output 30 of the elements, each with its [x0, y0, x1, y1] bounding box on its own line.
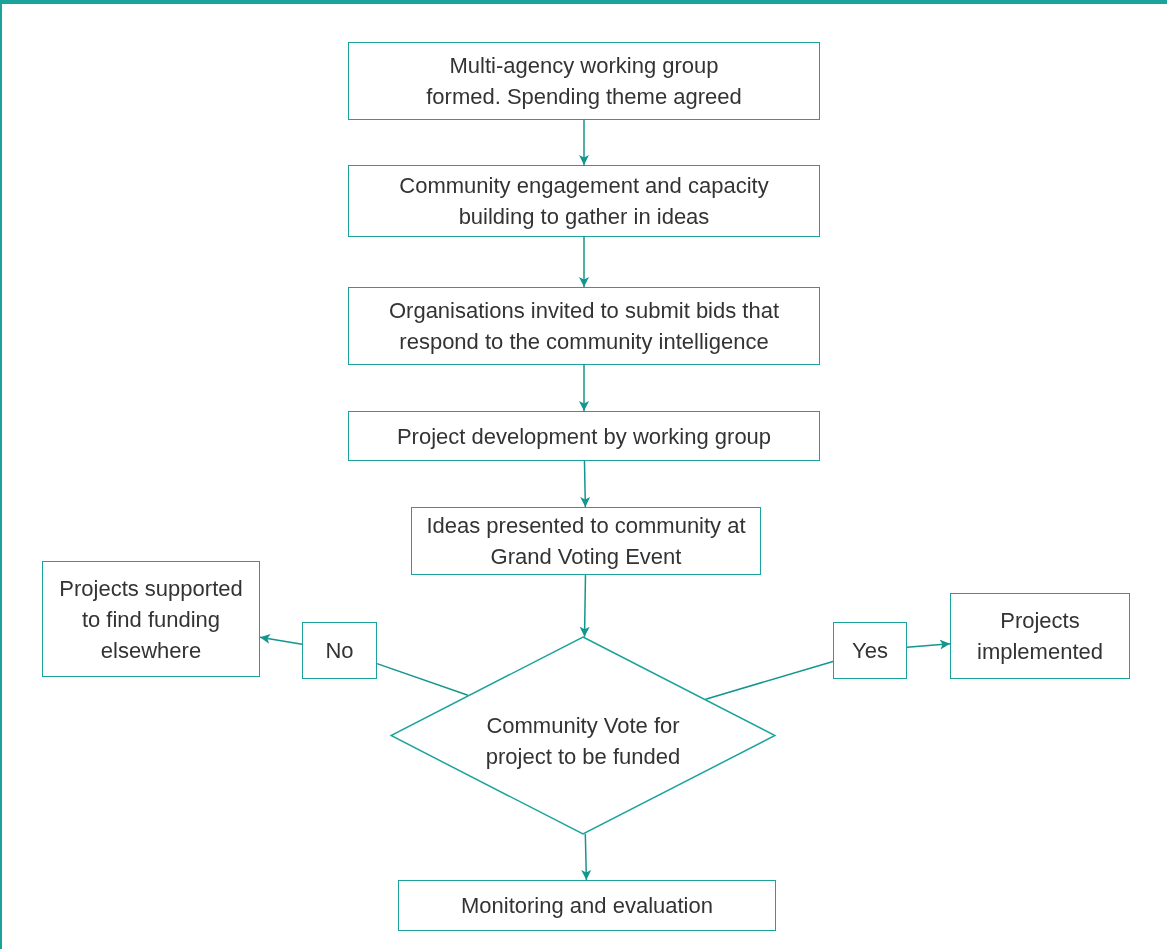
decision-diamond	[390, 636, 776, 835]
process-box	[42, 561, 260, 677]
arrow	[580, 460, 591, 508]
node-text: Multi-agency working group formed. Spending theme agreed	[425, 52, 743, 111]
process-box	[950, 593, 1130, 679]
node-text: No	[325, 637, 354, 665]
node-text: Organisations invited to submit bids that respond to the community intelligence	[387, 297, 781, 356]
node-text: Community engagement and capacity building to gather in ideas	[398, 172, 770, 231]
node-text: Project development by working group	[396, 422, 772, 451]
node-text: Community Vote for project to be funded	[484, 711, 682, 771]
node-text: Ideas presented to community at Grand Voting Event	[426, 512, 746, 571]
arrow	[579, 119, 589, 166]
node-text: Yes	[852, 637, 888, 665]
node-text: Projects implemented	[976, 607, 1104, 666]
arrow	[579, 364, 589, 412]
process-box	[348, 165, 820, 237]
process-box	[348, 411, 820, 461]
arrow	[579, 236, 589, 288]
process-box	[348, 42, 820, 120]
process-box	[411, 507, 761, 575]
process-box	[398, 880, 776, 931]
node-text: Projects supported to find funding elsewhere	[58, 574, 244, 665]
node-text: Monitoring and evaluation	[461, 892, 713, 920]
arrow	[906, 639, 951, 650]
arrow	[259, 633, 303, 645]
arrow	[581, 833, 592, 881]
process-box	[302, 622, 377, 679]
process-box	[348, 287, 820, 365]
process-box	[833, 622, 907, 679]
arrow	[579, 574, 590, 638]
